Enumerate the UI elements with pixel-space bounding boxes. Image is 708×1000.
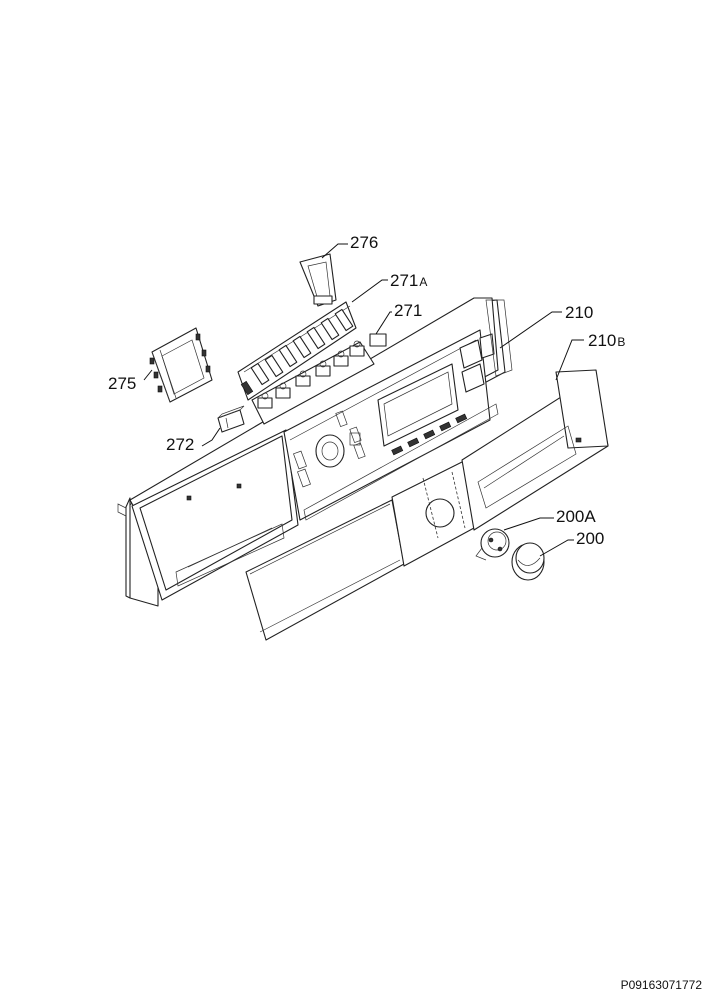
- pcb-bracket: [237, 301, 357, 401]
- leader-272: [201, 427, 221, 447]
- display-clip: [299, 253, 337, 307]
- document-code: P09163071772: [620, 978, 702, 992]
- leader-275: [143, 369, 153, 381]
- leader-200: [539, 539, 574, 557]
- callout-276: 276: [350, 233, 378, 252]
- callout-200a: 200A: [556, 507, 596, 526]
- display-module: [149, 327, 213, 403]
- knob-cap: [511, 542, 545, 581]
- front-decor-panel: [245, 369, 609, 641]
- callout-labels: 276 271A 271 210 210B 275 272 200A 200: [108, 233, 625, 548]
- connector-part: [217, 405, 245, 433]
- callout-275: 275: [108, 374, 136, 393]
- callout-271a: 271A: [390, 271, 427, 290]
- callout-210b: 210B: [588, 331, 625, 350]
- button-row: [391, 413, 468, 456]
- leader-210: [499, 311, 562, 349]
- callout-200: 200: [576, 529, 604, 548]
- leader-271: [375, 311, 392, 335]
- pcb-buttons: [251, 333, 387, 425]
- leader-276: [321, 243, 348, 259]
- control-panel-frame: [117, 297, 513, 607]
- leader-200a: [503, 517, 554, 531]
- callout-210: 210: [565, 303, 593, 322]
- leader-lines: [143, 243, 584, 557]
- callout-272: 272: [166, 435, 194, 454]
- leader-271a: [351, 279, 388, 303]
- knob-insert: [475, 528, 510, 561]
- leader-210b: [555, 339, 584, 381]
- callout-271: 271: [394, 301, 422, 320]
